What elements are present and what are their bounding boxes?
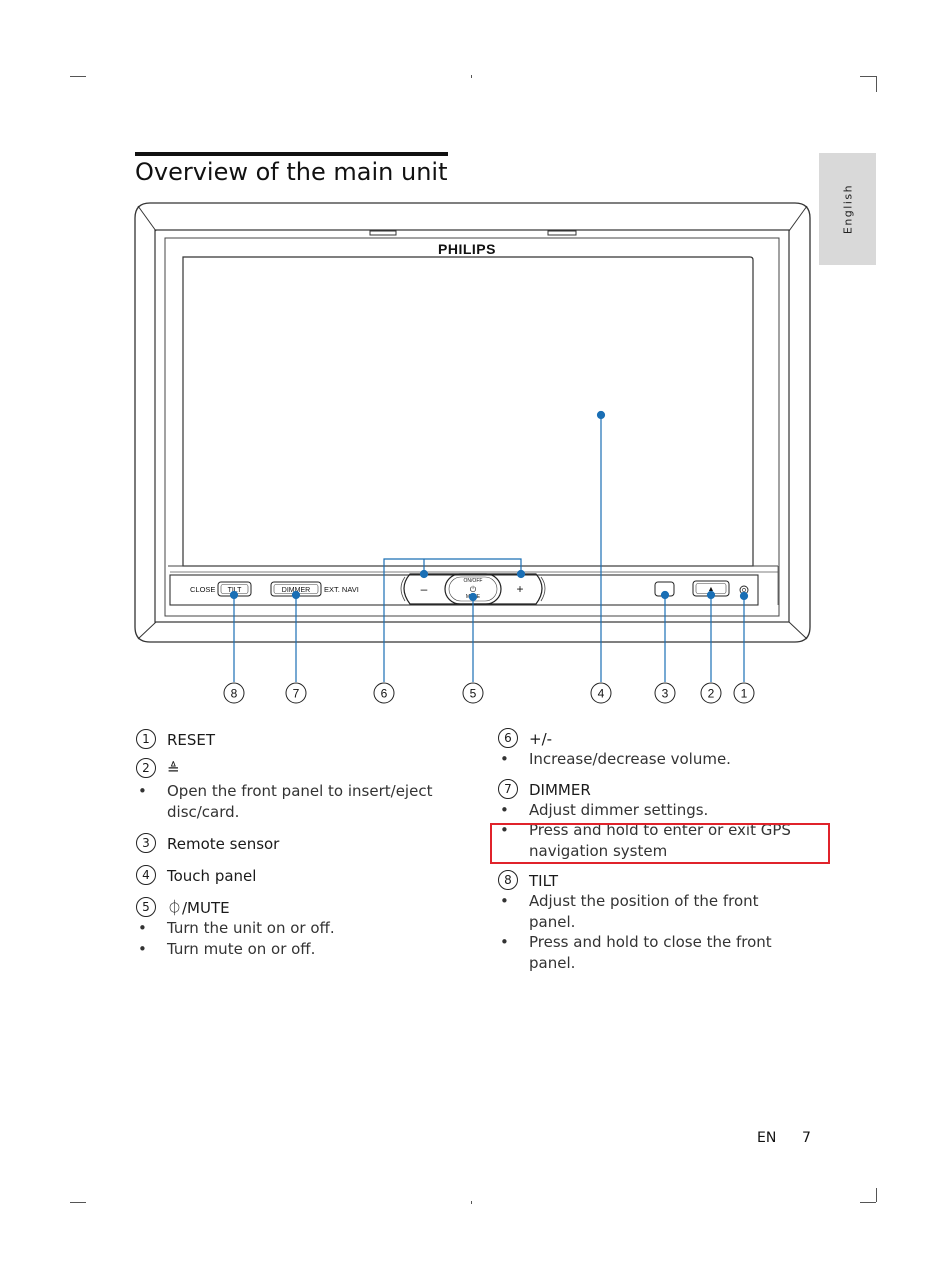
power-icon: ⏻ [470,585,477,594]
footer-language: EN [757,1130,777,1146]
legend-bullet: Adjust dimmer settings. [498,800,808,821]
page-number: 7 [802,1130,811,1146]
legend-label: ≜ [167,760,180,778]
legend-number: 1 [136,729,156,749]
crop-mark [876,1188,877,1202]
legend-item-dimmer: 7 DIMMER Adjust dimmer settings. Press a… [498,778,808,862]
legend-item-power-mute: 5 ⏀/MUTE Turn the unit on or off. Turn m… [136,897,456,960]
legend-bullet: Adjust the position of the front panel. [498,891,808,932]
bezel [164,237,780,617]
legend-left-column: 1 RESET 2 ≜ Open the front panel to inse… [136,729,456,968]
legend-item-tilt: 8 TILT Adjust the position of the front … [498,870,808,973]
callout-number: 2 [708,687,715,701]
legend-label: RESET [167,731,216,749]
eject-icon: ▲ [708,586,715,593]
highlight-box [490,823,830,864]
inner-frame [154,229,790,623]
main-unit-diagram: PHILIPS CLOSE TILT DIMMER EXT. NAVI – + … [134,202,811,704]
legend-bullet: Press and hold to close the front panel. [498,932,808,973]
callout-number: 1 [741,687,748,701]
callout-number: 6 [381,687,388,701]
legend-number: 3 [136,833,156,853]
legend-item-reset: 1 RESET [136,729,456,750]
minus-label: – [421,582,428,596]
onoff-label: ON/OFF [464,578,483,584]
language-tab: English [819,153,876,265]
close-label: CLOSE [190,585,215,594]
ext-navi-label: EXT. NAVI [324,585,359,594]
legend-bullet: Turn the unit on or off. [136,918,456,939]
callout-number: 5 [470,687,477,701]
callout-number: 8 [231,687,238,701]
legend-label: DIMMER [529,780,591,799]
crop-mark [70,76,86,77]
legend-label: ⏀/MUTE [167,899,230,917]
callout-number: 3 [662,687,669,701]
control-strip [169,574,759,606]
title-rule [135,152,448,156]
legend-number: 4 [136,865,156,885]
volume-rocker [403,573,543,605]
tilt-label: TILT [228,587,243,594]
outer-frame [134,202,811,643]
touch-panel-screen [182,256,754,567]
callout-number: 7 [293,687,300,701]
legend-right-column: 6 +/- Increase/decrease volume. 7 DIMMER… [498,728,808,982]
crop-mark [471,75,472,78]
crop-mark [860,76,876,77]
legend-number: 5 [136,897,156,917]
dimmer-label: DIMMER [282,587,310,594]
page-title: Overview of the main unit [135,158,448,186]
legend-number: 2 [136,758,156,778]
legend-label: Touch panel [167,867,257,885]
legend-item-remote-sensor: 3 Remote sensor [136,833,456,854]
callout-number: 4 [598,687,605,701]
legend-label: Remote sensor [167,835,280,853]
crop-mark [471,1201,472,1204]
legend-item-eject: 2 ≜ Open the front panel to insert/eject… [136,758,456,822]
legend-item-touch-panel: 4 Touch panel [136,865,456,886]
legend-number: 8 [498,870,518,890]
legend-label: TILT [529,872,559,890]
crop-mark [876,76,877,92]
legend-item-volume: 6 +/- Increase/decrease volume. [498,728,808,770]
crop-mark [860,1202,876,1203]
legend-bullet: Open the front panel to insert/eject dis… [136,781,456,822]
legend-bullet: Press and hold to enter or exit GPS navi… [498,820,808,861]
legend-number: 6 [498,728,518,748]
legend-bullet: Turn mute on or off. [136,939,456,960]
brand-logo: PHILIPS [438,241,496,257]
plus-label: + [516,582,523,596]
legend-number: 7 [498,778,518,799]
legend-label: +/- [529,730,553,748]
crop-mark [70,1202,86,1203]
legend-bullet: Increase/decrease volume. [498,749,808,770]
